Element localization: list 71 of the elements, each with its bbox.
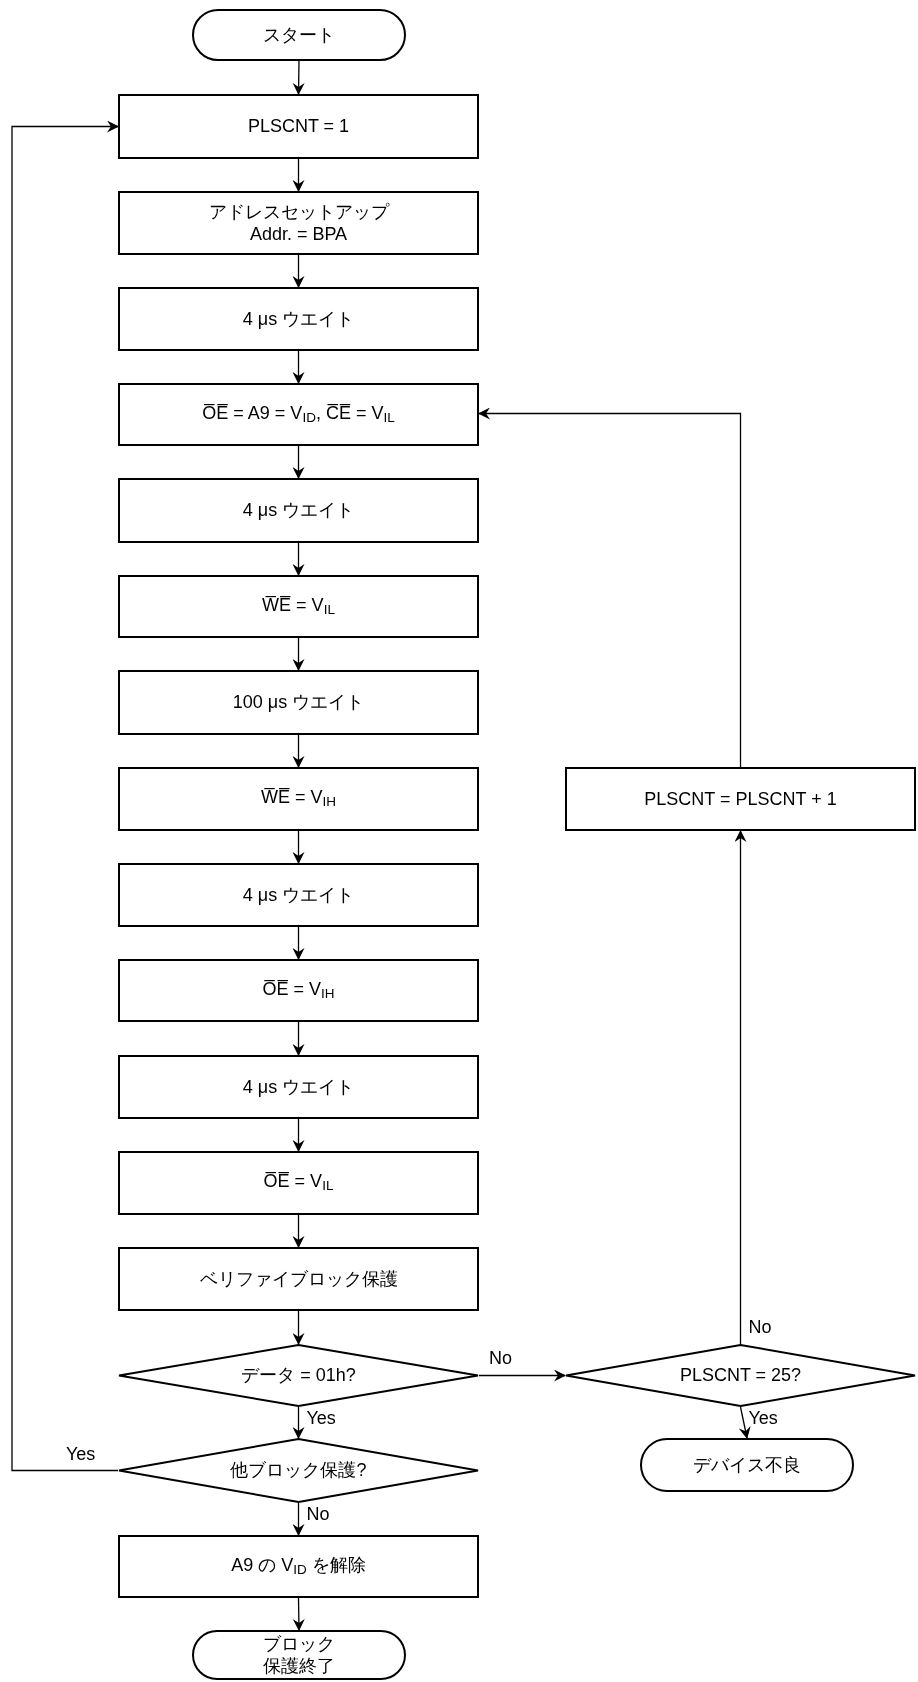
decision-diamond — [118, 1438, 479, 1503]
process-box — [118, 959, 479, 1022]
edge-label: No — [489, 1348, 512, 1367]
arrow — [292, 254, 305, 288]
step-text: O̅E̅ = V$_{IH}$ — [262, 977, 335, 1004]
arrow — [734, 830, 747, 1345]
arrow — [738, 1406, 751, 1439]
step-text: 4 μs ウエイト — [242, 1075, 355, 1099]
step-text: データ = 01h? — [241, 1364, 356, 1387]
step-text: O̅E̅ = A9 = V$_{ID}$, C̅E̅ = V$_{IL}$ — [202, 401, 395, 428]
arrow — [292, 158, 305, 192]
step-text: デバイス不良 — [693, 1453, 801, 1477]
step-text: 100 μs ウエイト — [232, 691, 365, 714]
step-text: アドレスセットアップ — [208, 200, 389, 223]
step-text: PLSCNT = PLSCNT + 1 — [644, 787, 837, 811]
edge-label: Yes — [306, 1409, 336, 1427]
decision-diamond — [565, 1344, 916, 1407]
process-box — [118, 1151, 479, 1215]
process-box — [118, 1055, 479, 1119]
step-text: O̅E̅ = V$_{IL}$ — [263, 1170, 334, 1196]
edge-label: Yes — [748, 1409, 778, 1427]
edge-label: No — [306, 1505, 330, 1523]
step-text: 4 μs ウエイト — [242, 499, 355, 522]
arrow — [292, 734, 305, 768]
arrow — [478, 1369, 566, 1382]
step-text: W̅E̅ = V$_{IL}$ — [262, 593, 335, 620]
step-text: ベリファイブロック保護 — [199, 1267, 398, 1291]
edge-label: Yes — [66, 1444, 96, 1463]
process-box — [118, 287, 479, 351]
process-box — [118, 191, 479, 255]
process-box — [118, 1535, 479, 1598]
step-text: ブロック保護終了 — [262, 1632, 336, 1678]
step-text: Addr. = BPA — [249, 223, 348, 246]
process-box — [118, 94, 479, 159]
process-box — [118, 1247, 479, 1311]
arrow — [292, 542, 305, 576]
terminal-shape — [192, 1630, 406, 1680]
process-box — [118, 478, 479, 543]
step-text: PLSCNT = 25? — [679, 1364, 802, 1387]
step-text: スタート — [263, 23, 335, 47]
process-box — [118, 863, 479, 927]
step-text: 4 μs ウエイト — [242, 307, 355, 331]
process-box — [118, 383, 479, 446]
terminal-shape — [192, 9, 406, 61]
arrow — [292, 1118, 305, 1152]
arrow — [292, 1406, 305, 1439]
arrow — [292, 350, 305, 384]
step-text: 4 μs ウエイト — [242, 883, 355, 907]
arrow — [292, 926, 305, 960]
step-text: A9 の V$_{ID}$ を解除 — [231, 1553, 366, 1580]
step-text: 他ブロック保護? — [230, 1459, 367, 1482]
process-box — [118, 767, 479, 831]
step-text: W̅E̅ = V$_{IH}$ — [261, 786, 336, 812]
process-box — [565, 767, 916, 831]
arrow — [292, 1597, 305, 1631]
arrow — [292, 830, 305, 864]
arrow — [292, 1502, 305, 1536]
decision-diamond — [118, 1344, 479, 1407]
arrow — [292, 1021, 305, 1056]
edge-label: No — [748, 1318, 772, 1336]
arrow — [292, 1214, 305, 1248]
arrow — [11, 120, 119, 1472]
terminal-shape — [640, 1438, 854, 1492]
arrow — [292, 637, 305, 671]
step-text: PLSCNT = 1 — [247, 115, 350, 138]
arrow — [292, 445, 305, 479]
process-box — [118, 575, 479, 638]
arrow — [292, 1310, 305, 1345]
arrow — [292, 60, 305, 95]
arrow — [478, 407, 742, 768]
process-box — [118, 670, 479, 735]
